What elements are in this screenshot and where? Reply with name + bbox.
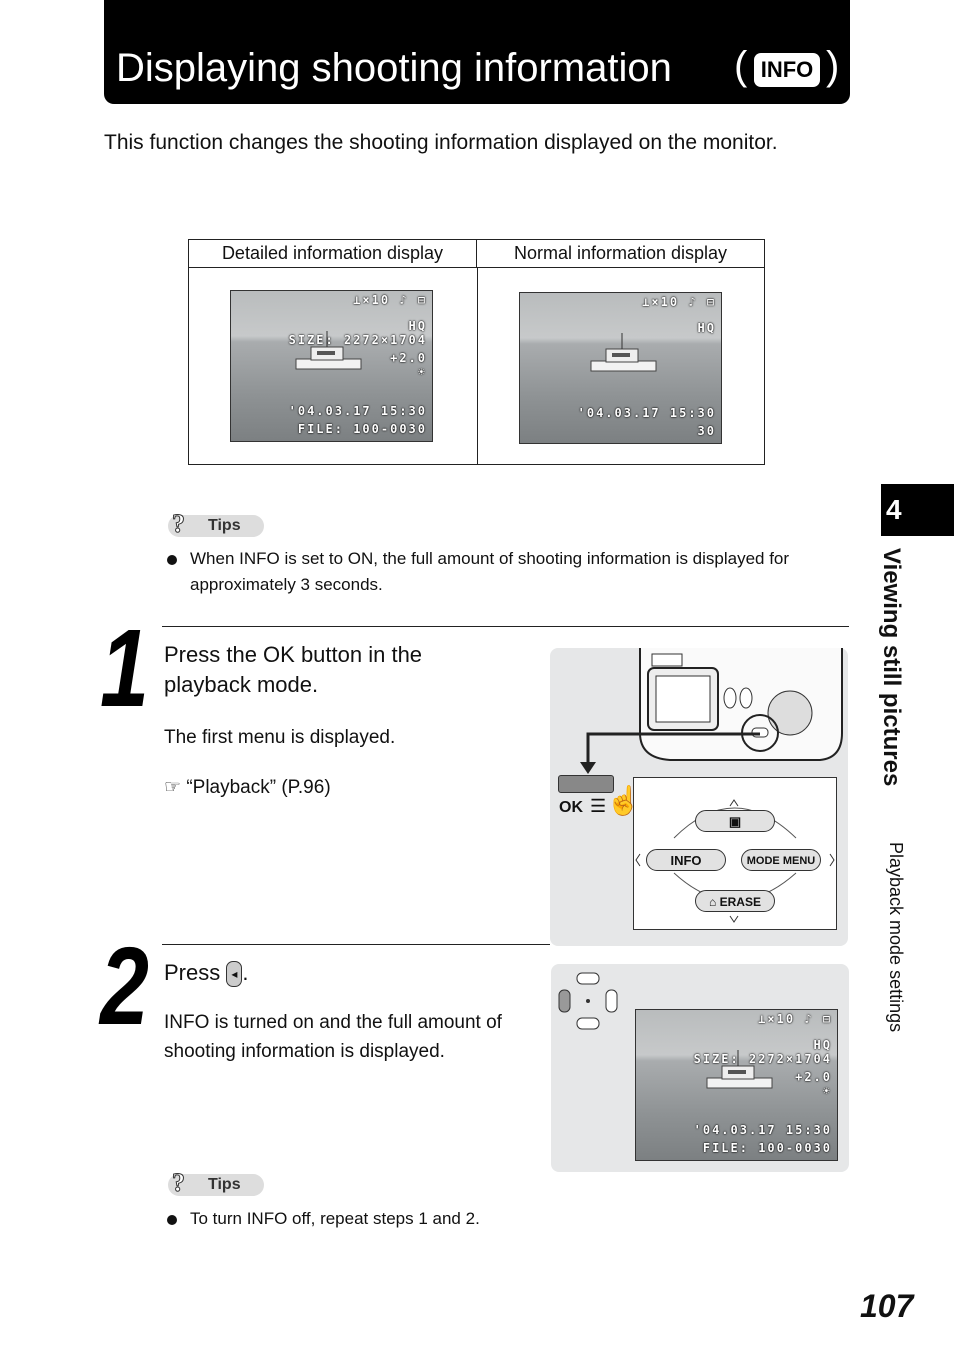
chapter-tab [881,484,954,536]
trash-icon: ⌂ [709,895,717,909]
white-balance-icon: ☀ [417,365,427,379]
ok-label: OK [559,799,583,816]
quality-label: HQ [813,1038,832,1052]
left-arrow-button-icon: ◂ [226,961,243,988]
quality-label: HQ [408,319,427,333]
step-number: 1 [100,607,149,730]
erase-menu-item: ⌂ ERASE [695,890,775,912]
print-count-row: ⊥×10 ♪ ⊟ [353,293,427,307]
step-body: INFO is turned on and the full amount of… [164,1012,502,1062]
protect-icon: ⊟ [706,295,716,309]
print-count-row: ⊥×10 ♪ ⊟ [642,295,716,309]
info-button-icon: INFO [754,53,820,87]
menu-list-icon: ☰ [590,796,607,816]
section-subtitle: Playback mode settings [886,842,906,1033]
file-label: FILE: 100-0030 [702,1141,832,1155]
header-paren-open: ( [734,44,748,88]
tip-text: When INFO is set to ON, the full amount … [190,549,790,594]
boat-image [590,333,657,372]
step-title: Press ◂. [164,958,249,988]
display-comparison-table: Detailed information display Normal info… [188,239,765,465]
tips-badge: ? Tips [168,1168,264,1198]
size-label: SIZE: 2272×1704 [288,333,427,347]
quality-label: HQ [697,321,716,335]
date-label: '04.03.17 15:30 [577,406,716,420]
tip-text: To turn INFO off, repeat steps 1 and 2. [190,1209,480,1228]
exposure-label: +2.0 [390,351,427,365]
chapter-number: 4 [886,494,902,525]
step-body: The first menu is displayed. [164,727,396,748]
detailed-display-screen: ⊥×10 ♪ ⊟ HQ SIZE: 2272×1704 +2.0 ☀ '04.0… [230,290,433,442]
sound-icon: ♪ [688,295,698,309]
intro-paragraph: This function changes the shooting infor… [104,131,778,154]
header-paren-close: ) [826,44,840,88]
step-number: 2 [100,925,149,1048]
white-balance-icon: ☀ [822,1084,832,1098]
question-icon: ? [172,1168,186,1198]
page-number: 107 [860,1288,914,1324]
chapter-title: Viewing still pictures [878,548,905,787]
menu-screen: ▣ INFO MODE MENU ⌂ ERASE [633,777,837,930]
bullet-icon [167,555,177,565]
sound-icon: ♪ [399,293,409,307]
ok-button-icon [558,775,614,793]
arrow-pad-icon [558,972,618,1030]
boat-image [706,1050,773,1089]
size-label: SIZE: 2272×1704 [693,1052,832,1066]
step-rule [162,626,849,627]
table-header-normal: Normal information display [477,240,764,268]
reference-hand-icon: ☞ [164,777,182,798]
normal-display-screen: ⊥×10 ♪ ⊟ HQ '04.03.17 15:30 30 [519,292,722,444]
protect-icon: ⊟ [417,293,427,307]
step-title: Press the OK button in the playback mode… [164,642,423,697]
table-header-detailed: Detailed information display [189,240,477,268]
step-rule [162,944,550,945]
table-divider [477,268,478,465]
step2-illustration: ⊥×10 ♪ ⊟ HQ SIZE: 2272×1704 +2.0 ☀ '04.0… [551,964,849,1172]
page-header: Displaying shooting information ( INFO ) [104,0,850,104]
protect-icon: ⊟ [822,1012,832,1026]
file-label: FILE: 100-0030 [297,422,427,436]
step1-illustration: OK ☰ ☝ ▣ INFO MODE MENU ⌂ ERASE [550,648,848,946]
info-screen: ⊥×10 ♪ ⊟ HQ SIZE: 2272×1704 +2.0 ☀ '04.0… [635,1009,838,1161]
mode-menu-item: MODE MENU [741,849,821,871]
boat-image [295,331,362,370]
info-menu-item: INFO [646,849,726,871]
camera-back-image [639,648,843,761]
bullet-icon [167,1215,177,1225]
exposure-label: +2.0 [795,1070,832,1084]
page-title: Displaying shooting information [116,46,672,90]
playback-menu-icon: ▣ [695,810,775,832]
date-label: '04.03.17 15:30 [288,404,427,418]
tips-badge: ? Tips [168,509,264,539]
question-icon: ? [172,509,186,539]
arrow-icon [580,732,760,774]
print-count-row: ⊥×10 ♪ ⊟ [758,1012,832,1026]
date-label: '04.03.17 15:30 [693,1123,832,1137]
frame-count-label: 30 [697,424,716,438]
reference: ☞ “Playback” (P.96) [164,777,331,798]
sound-icon: ♪ [804,1012,814,1026]
